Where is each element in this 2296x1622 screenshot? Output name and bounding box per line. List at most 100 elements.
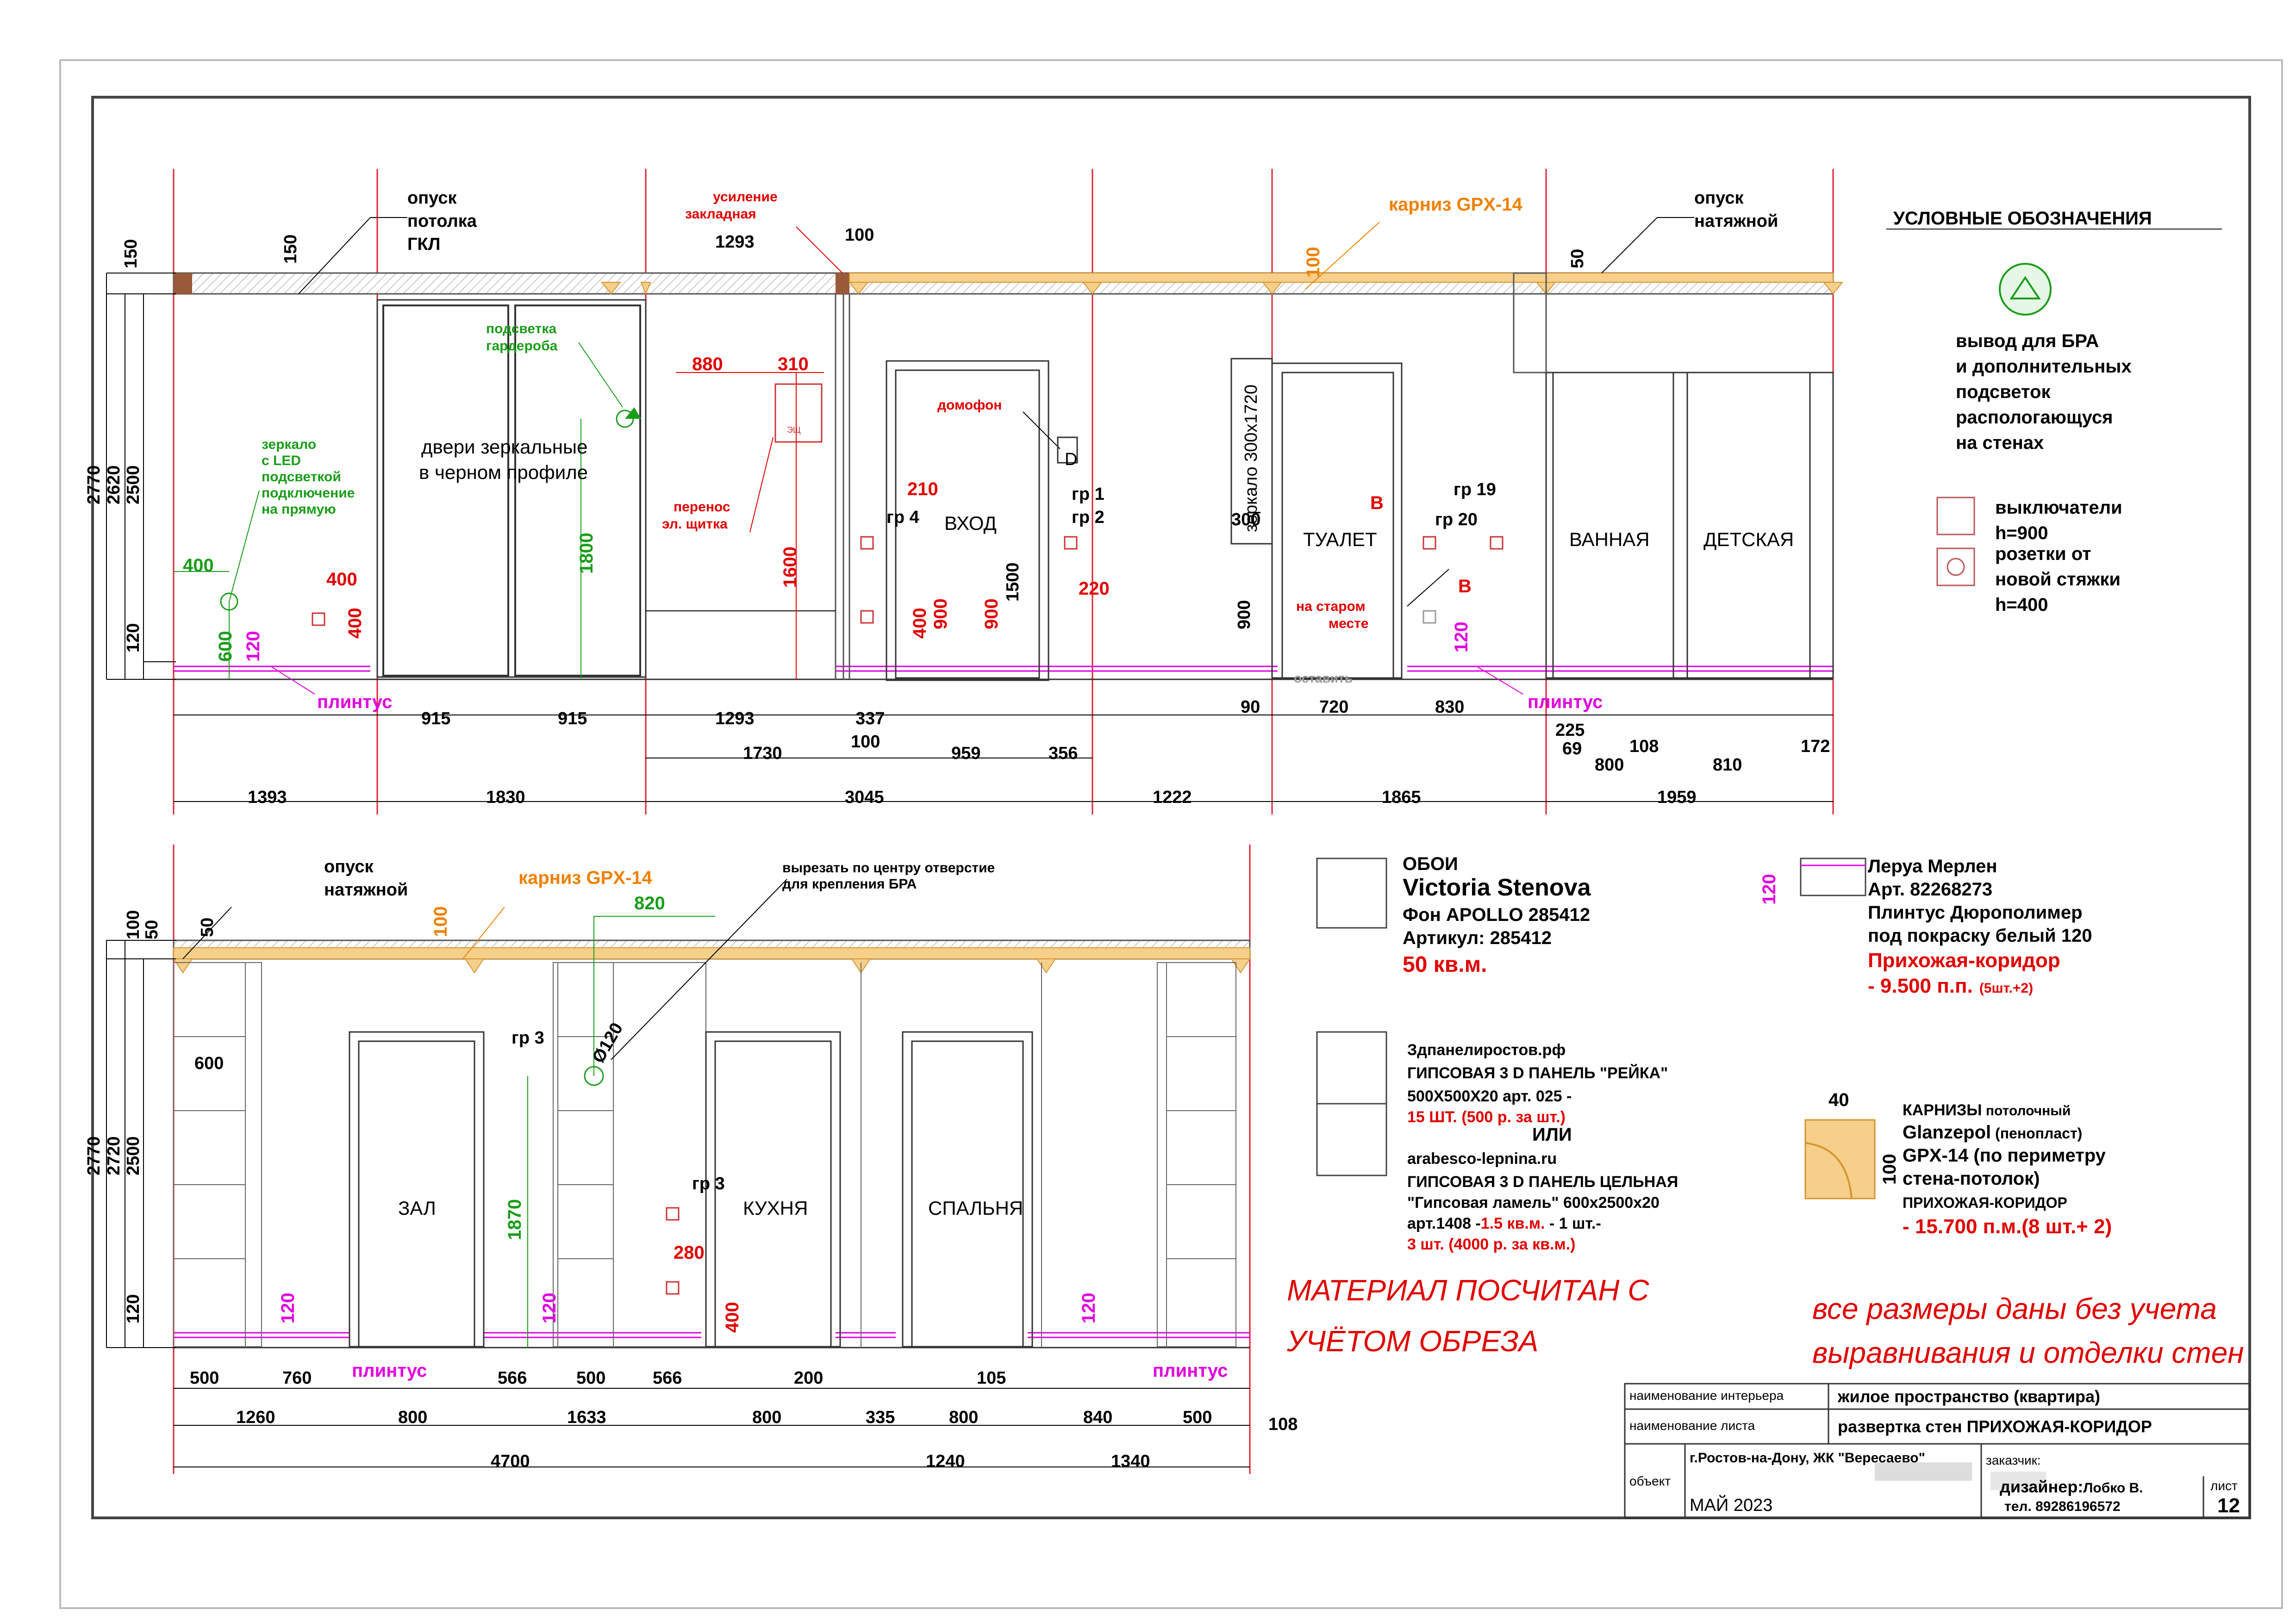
dim-label: 105 <box>977 1368 1006 1388</box>
callout-line: подсветкой <box>262 469 341 485</box>
dim-label: 500 <box>1183 1408 1212 1427</box>
plinth-title: Прихожая-коридор <box>1868 949 2060 972</box>
dim-label: 566 <box>498 1368 527 1388</box>
legend-line: подсветок <box>1956 382 2051 402</box>
legend-line: h=400 <box>1995 595 2048 615</box>
dim-label: 1865 <box>1382 788 1421 807</box>
plinth-callout: плинтус <box>1528 692 1603 712</box>
children-room-door <box>1686 372 1811 679</box>
cornice-swatch <box>1804 1119 1876 1199</box>
legend-line: новой стяжки <box>1995 569 2121 590</box>
callout-line: потолка <box>407 211 477 231</box>
callout-line: перенос <box>674 499 730 515</box>
material-note: УЧЁТОМ ОБРЕЗА <box>1286 1324 1538 1358</box>
dim-label: 120 <box>1451 621 1472 653</box>
callout-line: эл. щитка <box>662 516 728 532</box>
dim-label: 108 <box>1629 737 1659 756</box>
dim-label: 900 <box>930 598 951 629</box>
legend-line: выключатели <box>1995 497 2122 518</box>
dim-label: 1240 <box>926 1452 965 1471</box>
marker-b: В <box>1370 493 1384 513</box>
dim-label: 500 <box>190 1368 219 1388</box>
hall-door <box>358 1040 475 1348</box>
dim-label: 1730 <box>743 744 782 763</box>
cornice-callout: карниз GPX-14 <box>518 868 652 888</box>
socket-icon <box>1423 610 1436 624</box>
panel-label: ЭЩ <box>787 425 801 435</box>
doors-label: в черном профиле <box>419 461 588 483</box>
room-label: ДЕТСКАЯ <box>1703 528 1794 550</box>
dim-label: 500 <box>576 1368 605 1388</box>
dim-label: 100 <box>1303 247 1323 278</box>
dim-label: 120 <box>1079 1293 1099 1324</box>
ceiling-block <box>836 273 849 294</box>
group-label: гр 19 <box>1454 480 1496 499</box>
dim-label: 915 <box>421 709 450 728</box>
dim-label: 50 <box>1568 249 1587 268</box>
callout-line: месте <box>1329 616 1369 631</box>
dim-label: 100 <box>845 225 874 245</box>
callout-line: подключение <box>262 485 355 501</box>
dim-label: 830 <box>1435 697 1464 717</box>
dim-label: 1600 <box>780 547 800 588</box>
legend-line: розетки от <box>1995 544 2091 564</box>
callout-line: натяжной <box>1694 211 1778 231</box>
dim-label: 172 <box>1801 737 1830 756</box>
dim-label: 40 <box>1828 1090 1849 1110</box>
plinth-qty: - 9.500 п.п.(5шт.+2) <box>1868 975 2033 997</box>
dim-label: 120 <box>1759 874 1779 905</box>
dim-label: 820 <box>634 893 665 914</box>
switch-legend-icon <box>1936 497 1975 535</box>
intercom-callout: домофон <box>937 398 1002 413</box>
dim-label: 335 <box>866 1408 895 1427</box>
dim-label: 800 <box>398 1408 427 1427</box>
panel-line: 500Х500Х20 арт. 025 - <box>1407 1088 1572 1105</box>
panel-line: Здпанелиростов.рф <box>1407 1041 1566 1059</box>
title-block <box>1624 1383 2251 1519</box>
plinth-line: Плинтус Дюрополимер <box>1868 902 2083 923</box>
group-label: гр 4 <box>886 508 919 527</box>
dim-label: 400 <box>345 608 365 639</box>
dim-label: 2770 <box>84 1136 104 1175</box>
switch-icon <box>666 1207 680 1221</box>
title-block-text: наименование интерьера жилое пространств… <box>1629 1387 2240 1517</box>
dim-label: 720 <box>1319 697 1348 717</box>
group-label: гр 3 <box>512 1028 544 1048</box>
dim-label: 800 <box>752 1408 781 1427</box>
wallpaper-swatch <box>1316 858 1387 929</box>
dim-label: 900 <box>1235 600 1254 629</box>
material-note: МАТЕРИАЛ ПОСЧИТАН С <box>1287 1274 1649 1307</box>
marker-b: В <box>1458 576 1472 597</box>
callout-line: с LED <box>262 453 301 468</box>
group-label: гр 3 <box>692 1174 725 1193</box>
socket-icon <box>666 1281 680 1295</box>
mirror-door-right <box>514 305 641 677</box>
dim-label: 120 <box>243 631 263 662</box>
plinth-callout: плинтус <box>352 1361 427 1381</box>
dim-label: 840 <box>1083 1408 1112 1427</box>
callout-line: закладная <box>685 206 756 222</box>
label: наименование листа <box>1629 1418 1755 1433</box>
plinth-line: Леруа Мерлен <box>1868 856 1997 876</box>
blurred-address <box>1875 1462 1972 1481</box>
dim-label: 210 <box>907 479 938 499</box>
plinth-callout: плинтус <box>317 692 392 712</box>
dim-label: 4700 <box>491 1452 530 1471</box>
dim-label: 400 <box>722 1302 742 1333</box>
vertical-mirror <box>1230 358 1273 545</box>
dim-label: 800 <box>1595 755 1624 775</box>
dim-label: 810 <box>1713 755 1742 775</box>
panel-line: ГИПСОВАЯ 3 D ПАНЕЛЬ "РЕЙКА" <box>1407 1064 1668 1082</box>
dim-label: 2500 <box>124 465 143 504</box>
dim-label: 225 <box>1555 721 1585 740</box>
kitchen-door <box>714 1040 832 1348</box>
value: г.Ростов-на-Дону, ЖК "Вересаево" <box>1690 1450 1925 1466</box>
dim-label: 1830 <box>486 788 525 807</box>
panel-line: "Гипсовая ламель" 600х2500х20 <box>1407 1194 1660 1212</box>
panel-or: ИЛИ <box>1532 1125 1572 1145</box>
room-label: ЗАЛ <box>398 1197 436 1219</box>
dim-label: 337 <box>855 709 885 728</box>
mirror-vertical-label: зеркало 300х1720 <box>1242 385 1261 532</box>
panel-price: 15 ШТ. (500 р. за шт.) <box>1407 1108 1566 1126</box>
